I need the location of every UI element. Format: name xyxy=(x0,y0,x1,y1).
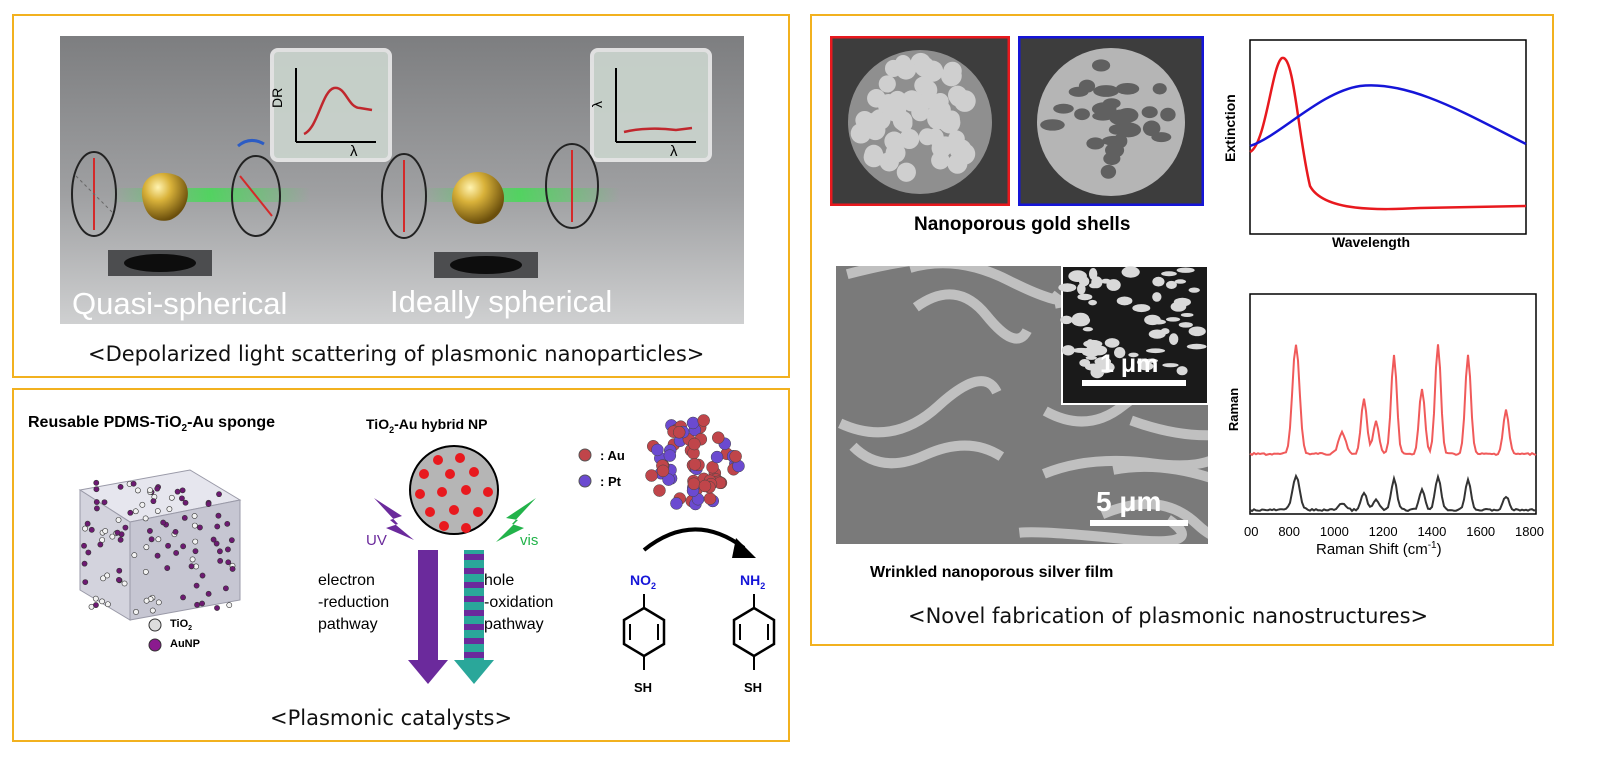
raman-ticks: 00 800 1000 1200 1400 1600 1800 xyxy=(1244,524,1544,539)
dr-screen-right: λ λ xyxy=(589,48,712,162)
tio2-legend-label: TiO2 xyxy=(170,618,193,633)
silver-film-sem xyxy=(836,266,1208,544)
au-legend-dot xyxy=(578,448,592,462)
dr-screen-left: DR λ xyxy=(269,48,392,162)
raman-plot xyxy=(1249,293,1537,515)
hybrid-np-illustration xyxy=(374,445,536,684)
nh2-group: NH2 xyxy=(740,572,766,591)
hybrid-np-title: TiO2-Au hybrid NP xyxy=(366,416,488,435)
polarizer-3 xyxy=(381,153,427,239)
dr-axis-left: DR xyxy=(269,88,285,108)
aunp-legend-label: AuNP xyxy=(170,638,200,650)
sh-left: SH xyxy=(634,680,653,695)
scale-bar-1um: 1 μm xyxy=(1100,350,1159,378)
ideal-spherical-particle xyxy=(452,172,504,224)
silver-film-label: Wrinkled nanoporous silver film xyxy=(870,564,1114,581)
caption-catalysts: <Plasmonic catalysts> xyxy=(270,706,513,730)
pt-legend-dot xyxy=(578,474,592,488)
lambda-axis-left: λ xyxy=(350,143,358,160)
sponge-title: Reusable PDMS-TiO2-Au sponge xyxy=(28,414,276,435)
reaction-scheme xyxy=(622,527,776,670)
aunp-legend-dot xyxy=(148,638,162,652)
scattering-render: DR λ λ λ xyxy=(60,36,744,324)
sh-right: SH xyxy=(744,680,763,695)
gold-shell-blue xyxy=(1018,36,1204,206)
gold-shell-red xyxy=(830,36,1010,206)
quasi-spherical-label: Quasi-spherical xyxy=(72,286,288,321)
panel-light-scattering: DR λ λ λ xyxy=(12,14,790,378)
hole-left xyxy=(108,250,212,276)
raman-ylabel: Raman xyxy=(1226,387,1242,432)
au-legend-label: : Au xyxy=(600,448,625,463)
panel-fabrication: Nanoporous gold shells Extinction Wavele… xyxy=(810,14,1554,646)
dr-axis-right: λ xyxy=(589,101,605,108)
tio2-legend-dot xyxy=(148,618,162,632)
caption-fabrication: <Novel fabrication of plasmonic nanostru… xyxy=(908,604,1429,628)
extinction-plot xyxy=(1249,39,1527,235)
hole-pathway-label: hole -oxidation pathway xyxy=(484,572,554,633)
sponge-illustration xyxy=(78,469,242,621)
quasi-spherical-particle xyxy=(141,172,188,221)
aupt-cluster xyxy=(645,414,745,511)
panel-catalysts: Reusable PDMS-TiO2-Au sponge TiO2 AuNP T… xyxy=(12,388,790,742)
polarizer-1 xyxy=(71,151,117,237)
polarizer-4 xyxy=(545,143,599,229)
raman-xlabel: Raman Shift (cm-1) xyxy=(1316,540,1442,558)
hole-right xyxy=(434,252,538,278)
vis-label: vis xyxy=(520,532,539,549)
uv-label: UV xyxy=(366,532,387,549)
gold-shells-label: Nanoporous gold shells xyxy=(914,214,1131,235)
electron-pathway-label: electron -reduction pathway xyxy=(318,572,390,633)
extinction-ylabel: Extinction xyxy=(1221,94,1238,162)
caption-scattering: <Depolarized light scattering of plasmon… xyxy=(88,342,705,366)
lambda-axis-right: λ xyxy=(670,143,678,160)
polarizer-2 xyxy=(231,139,281,237)
no2-group: NO2 xyxy=(630,572,657,591)
ideally-spherical-label: Ideally spherical xyxy=(390,284,613,319)
extinction-xlabel: Wavelength xyxy=(1332,234,1411,250)
pt-legend-label: : Pt xyxy=(600,474,621,489)
scale-bar-5um: 5 μm xyxy=(1096,486,1162,517)
